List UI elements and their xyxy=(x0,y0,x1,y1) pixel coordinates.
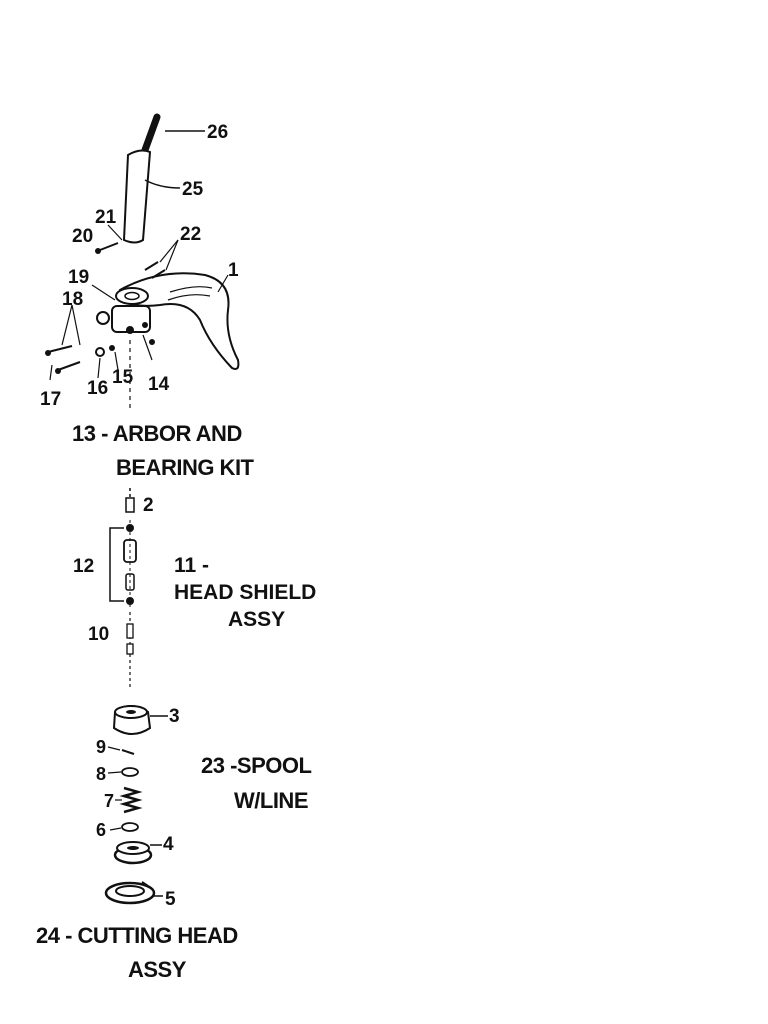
head-shield-caption-line2: HEAD SHIELD xyxy=(174,581,317,604)
head-shield-caption-line1: 11 - xyxy=(174,554,210,577)
part-number-9: 9 xyxy=(96,737,106,757)
bolt-part xyxy=(125,488,135,513)
part-number-15: 15 xyxy=(112,367,134,388)
part-number-12: 12 xyxy=(73,556,94,577)
head-shield-caption-line3: ASSY xyxy=(228,608,286,631)
fastener-parts xyxy=(45,339,155,374)
spool-caption-line2: W/LINE xyxy=(234,788,309,813)
part-number-14: 14 xyxy=(148,374,170,395)
washer-parts xyxy=(121,749,139,777)
part-number-6: 6 xyxy=(96,820,106,840)
part-number-21: 21 xyxy=(95,207,117,228)
part-number-1: 1 xyxy=(228,260,239,281)
head-housing-part xyxy=(112,705,152,735)
drive-shaft-part xyxy=(141,113,161,154)
spring-part xyxy=(119,786,143,814)
bearing-stack-part xyxy=(123,520,137,610)
debris-shield-part xyxy=(119,272,240,370)
arbor-housing-part xyxy=(96,287,151,334)
part-number-5: 5 xyxy=(165,889,176,910)
shaft-tube-part xyxy=(122,149,152,244)
part-number-2: 2 xyxy=(143,495,154,516)
arbor-kit-caption-line2: BEARING KIT xyxy=(116,455,254,480)
spool-caption-line1: 23 -SPOOL xyxy=(201,753,312,778)
part-number-10: 10 xyxy=(88,624,109,645)
screw-part xyxy=(95,242,119,254)
part-number-26: 26 xyxy=(207,122,228,143)
spool-washer-part xyxy=(121,822,139,832)
part-number-18: 18 xyxy=(62,289,83,310)
part-number-16: 16 xyxy=(87,378,108,399)
shield-screw-part xyxy=(144,261,166,279)
part-number-7: 7 xyxy=(104,791,114,811)
arbor-kit-caption-line1: 13 - ARBOR AND xyxy=(72,421,242,446)
part-number-17: 17 xyxy=(40,389,61,410)
cutting-head-caption-line1: 24 - CUTTING HEAD xyxy=(36,923,238,948)
part-number-3: 3 xyxy=(169,706,180,727)
part-number-19: 19 xyxy=(68,267,89,288)
part-number-22: 22 xyxy=(180,224,201,245)
spool-cover-part xyxy=(104,881,156,905)
part-number-8: 8 xyxy=(96,764,106,784)
cutting-head-caption-line2: ASSY xyxy=(128,957,186,982)
part-number-25: 25 xyxy=(182,179,204,200)
part-number-4: 4 xyxy=(163,834,174,855)
part-number-20: 20 xyxy=(72,226,93,247)
drive-shaft-small-part xyxy=(126,612,134,690)
spool-part xyxy=(113,841,153,865)
